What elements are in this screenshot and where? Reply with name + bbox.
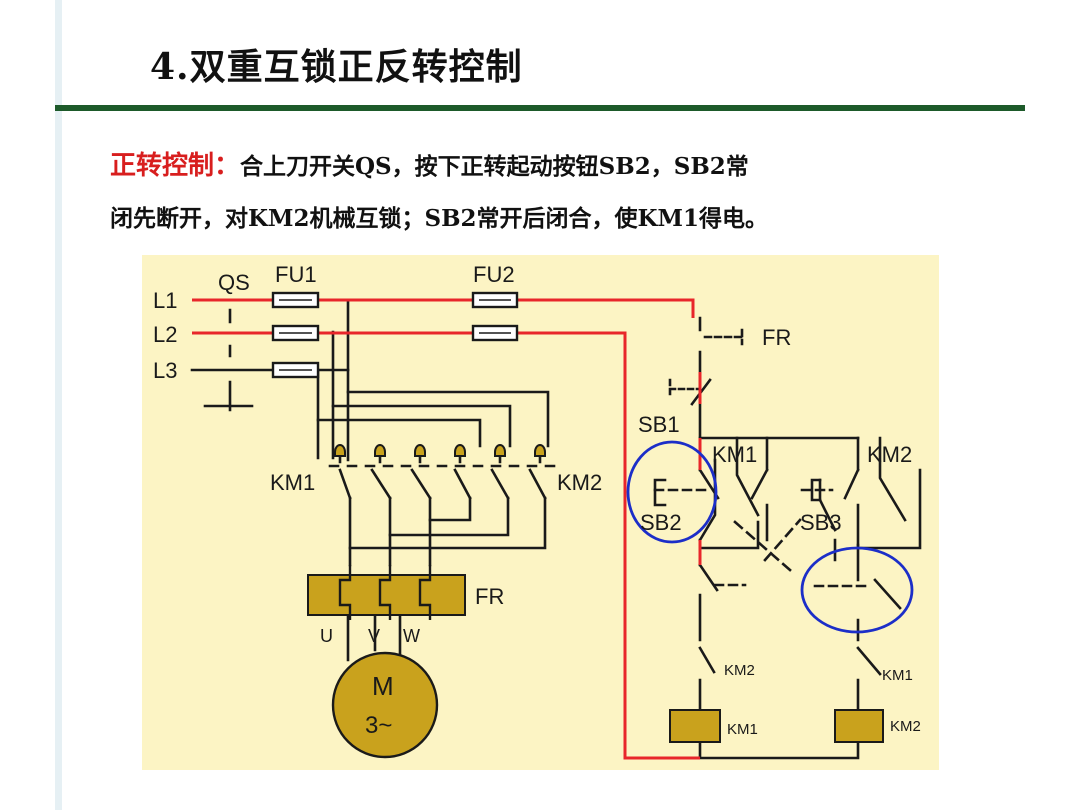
km1-lower-drops [348, 496, 432, 567]
contact-arc-chutes [334, 444, 546, 457]
label-fu1: FU1 [275, 262, 317, 287]
label-km2-nc: KM2 [724, 662, 755, 679]
label-w: W [403, 626, 420, 646]
km2-coil [834, 709, 884, 743]
label-l3: L3 [153, 358, 177, 383]
label-u: U [320, 626, 333, 646]
label-fr-main: FR [475, 584, 504, 609]
description-paragraph: 正转控制：合上刀开关QS，按下正转起动按钮SB2，SB2常 闭先断开，对KM2机… [110, 140, 990, 245]
km2-main-blades [453, 468, 547, 500]
motor-icon [331, 651, 439, 759]
pushbutton-caps [653, 478, 822, 507]
label-km1-nc: KM1 [882, 667, 913, 684]
main-bus-drops [316, 298, 350, 462]
slide-title: 4.双重互锁正反转控制 [150, 46, 523, 88]
fr-nc-link [703, 328, 744, 346]
aux-contacts-parallel [750, 436, 860, 547]
label-sb2: SB2 [640, 510, 682, 535]
label-v: V [368, 626, 380, 646]
label-fu2: FU2 [473, 262, 515, 287]
motor-leads [346, 613, 402, 662]
label-km1-coil: KM1 [727, 721, 758, 738]
label-qs: QS [218, 270, 250, 295]
label-motor-m: M [372, 671, 394, 701]
fr-heater-elements [338, 565, 432, 620]
label-l1: L1 [153, 288, 177, 313]
label-km2-main: KM2 [557, 470, 602, 495]
label-sb3: SB3 [800, 510, 842, 535]
label-km1-aux: KM1 [712, 442, 757, 467]
description-line-1: 合上刀开关QS，按下正转起动按钮SB2，SB2常 [240, 153, 749, 180]
coil-return [698, 740, 860, 760]
wire-l2 [192, 331, 700, 760]
title-divider [55, 105, 1025, 111]
label-km1-main: KM1 [270, 470, 315, 495]
fr-thermal-relay [307, 574, 466, 616]
km2-branch-series [856, 543, 902, 712]
label-km2-coil: KM2 [890, 718, 921, 735]
mechanical-interlock-cross [733, 518, 802, 572]
left-accent-bar [55, 0, 62, 810]
highlight-sb2-nc-interlock [800, 546, 914, 634]
label-sb1: SB1 [638, 412, 680, 437]
label-l2: L2 [153, 322, 177, 347]
label-km2-aux: KM2 [867, 442, 912, 467]
fuse-elements [279, 299, 511, 371]
fr-nc-and-sb1 [690, 316, 712, 440]
km2-supply-wires [316, 390, 550, 448]
label-motor-3phase: 3~ [365, 712, 392, 739]
wire-l1 [192, 298, 695, 318]
km2-phase-swap [348, 496, 547, 550]
km1-aux-contact [698, 436, 760, 550]
km2-aux-contact [856, 436, 922, 550]
interlock-nc-links [713, 583, 872, 588]
label-fr-ctrl: FR [762, 325, 791, 350]
qs-knife-switch [203, 308, 254, 412]
km1-branch-series [698, 563, 719, 712]
km1-coil [669, 709, 721, 743]
description-line-2: 闭先断开，对KM2机械互锁；SB2常开后闭合，使KM1得电。 [110, 205, 768, 232]
km1-main-blades [338, 468, 432, 500]
description-lead: 正转控制： [110, 151, 241, 181]
highlight-sb2 [626, 440, 718, 544]
sb1-push [668, 378, 700, 400]
